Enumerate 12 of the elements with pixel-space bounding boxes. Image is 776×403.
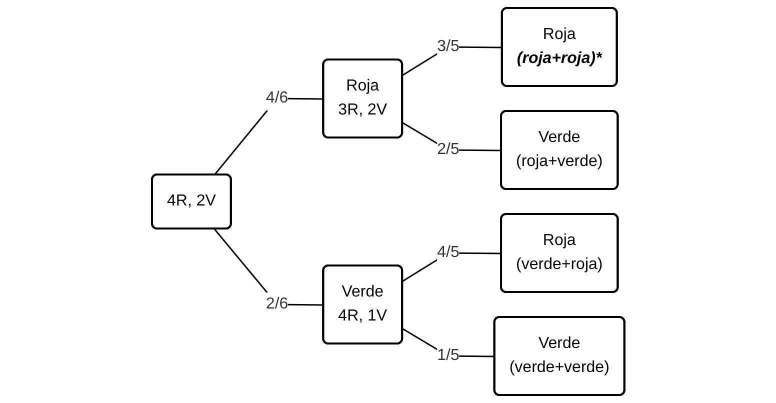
connector xyxy=(402,252,502,282)
connector xyxy=(402,328,495,358)
connector xyxy=(214,228,324,306)
edge-label: 4/6 xyxy=(266,90,288,106)
edge-label: 2/5 xyxy=(436,141,460,158)
connector xyxy=(214,98,324,176)
edge-label: 4/5 xyxy=(436,244,460,261)
edge-label: 3/5 xyxy=(436,38,460,55)
connector xyxy=(402,46,502,76)
connector xyxy=(402,122,502,152)
edge-label: 2/6 xyxy=(266,296,288,312)
edge-label: 1/5 xyxy=(436,347,460,364)
